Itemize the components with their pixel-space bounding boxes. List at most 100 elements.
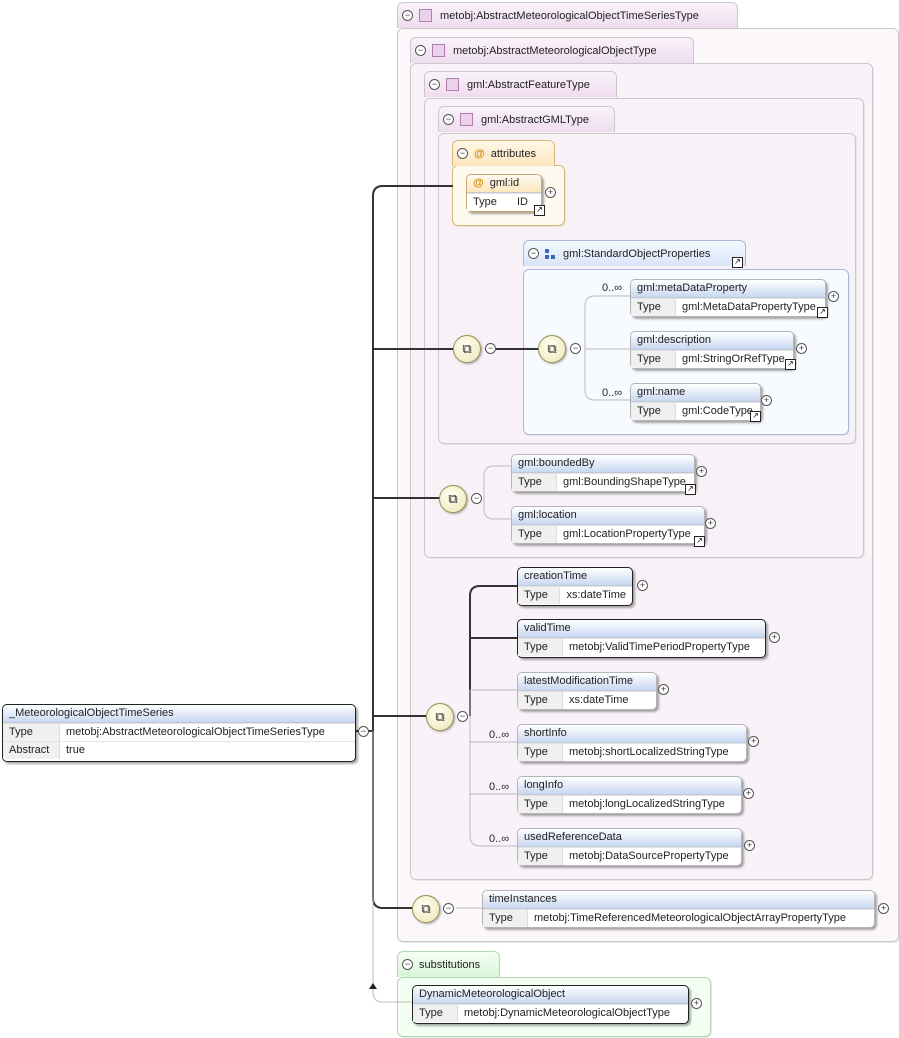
type-link-arrow-icon[interactable]: ↗ <box>534 205 545 216</box>
type-link-arrow-icon[interactable]: ↗ <box>685 484 696 495</box>
group-label: metobj:AbstractMeteorologicalObjectTimeS… <box>440 9 699 22</box>
expand-icon[interactable]: + <box>796 343 807 354</box>
element-gml-metadataproperty[interactable]: gml:metaDataProperty Type gml:MetaDataPro… <box>630 279 826 317</box>
collapse-icon[interactable]: − <box>485 343 496 354</box>
type-link-arrow-icon[interactable]: ↗ <box>732 257 743 268</box>
type-key: Type <box>518 587 561 604</box>
expand-icon[interactable]: + <box>748 736 759 747</box>
cardinality: 0..∞ <box>489 781 510 793</box>
type-link-arrow-icon[interactable]: ↗ <box>817 307 828 318</box>
expand-icon[interactable]: + <box>705 518 716 529</box>
element-name: validTime <box>524 622 571 634</box>
type-key: Type <box>518 639 563 656</box>
type-link-arrow-icon[interactable]: ↗ <box>694 536 705 547</box>
element-name: shortInfo <box>524 727 567 739</box>
collapse-icon[interactable]: − <box>443 903 454 914</box>
tab-g2[interactable]: − metobj:AbstractMeteorologicalObjectType <box>410 37 694 63</box>
element-name: gml:metaDataProperty <box>637 282 748 294</box>
expand-icon[interactable]: + <box>878 903 889 914</box>
element-name: gml:boundedBy <box>518 457 595 469</box>
cardinality: 0..∞ <box>602 282 623 294</box>
type-key: Type <box>512 474 557 491</box>
type-key: Type <box>413 1005 458 1022</box>
collapse-icon[interactable]: − <box>570 343 581 354</box>
type-value: gml:CodeType <box>682 405 753 417</box>
expand-icon[interactable]: + <box>744 840 755 851</box>
sequence-compositor-icon[interactable]: ⧉ <box>439 485 467 513</box>
sequence-compositor-icon[interactable]: ⧉ <box>412 895 440 923</box>
expand-icon[interactable]: + <box>828 291 839 302</box>
element-name: gml:name <box>637 386 686 398</box>
expand-icon[interactable]: + <box>769 632 780 643</box>
type-key: Type <box>467 194 511 211</box>
tab-attributes[interactable]: −@attributes <box>452 140 555 166</box>
tab-g3[interactable]: − gml:AbstractFeatureType <box>424 71 617 97</box>
complex-type-icon <box>419 9 432 22</box>
collapse-icon[interactable]: − <box>443 114 454 125</box>
group-label: metobj:AbstractMeteorologicalObjectType <box>453 44 657 57</box>
tab-g1[interactable]: − metobj:AbstractMeteorologicalObjectTime… <box>397 2 738 28</box>
expand-icon[interactable]: + <box>696 466 707 477</box>
collapse-icon[interactable]: − <box>457 711 468 722</box>
type-key: Type <box>518 848 563 865</box>
type-value: xs:dateTime <box>566 589 626 601</box>
group-label: gml:AbstractFeatureType <box>467 78 590 91</box>
type-key: Type <box>483 910 528 927</box>
type-value: metobj:DataSourcePropertyType <box>569 850 729 862</box>
tab-g4[interactable]: − gml:AbstractGMLType <box>438 106 615 132</box>
expand-icon[interactable]: + <box>743 788 754 799</box>
collapse-icon[interactable]: − <box>457 148 468 159</box>
expand-icon[interactable]: + <box>658 684 669 695</box>
group-label: gml:AbstractGMLType <box>481 113 589 126</box>
type-value: gml:MetaDataPropertyType <box>682 301 816 313</box>
type-value: gml:StringOrRefType <box>682 353 785 365</box>
type-key: Type <box>631 299 676 316</box>
collapse-icon[interactable]: − <box>471 493 482 504</box>
collapse-icon[interactable]: − <box>429 79 440 90</box>
complex-type-icon <box>460 113 473 126</box>
tab-standard-object-properties[interactable]: −gml:StandardObjectProperties <box>523 240 746 266</box>
expand-icon[interactable]: + <box>637 580 648 591</box>
type-value: metobj:AbstractMeteorologicalObjectTimeS… <box>66 726 325 738</box>
expand-icon[interactable]: + <box>545 187 556 198</box>
tab-substitutions[interactable]: −substitutions <box>397 951 500 977</box>
type-key: Type <box>512 526 557 543</box>
sequence-compositor-icon[interactable]: ⧉ <box>538 335 566 363</box>
complex-type-icon <box>432 44 445 57</box>
type-link-arrow-icon[interactable]: ↗ <box>750 411 761 422</box>
element-name: gml:description <box>637 334 711 346</box>
collapse-icon[interactable]: − <box>415 45 426 56</box>
group-label: attributes <box>490 147 536 160</box>
sequence-compositor-icon[interactable]: ⧉ <box>453 335 481 363</box>
sequence-compositor-icon[interactable]: ⧉ <box>426 703 454 731</box>
element-name: longInfo <box>524 779 564 791</box>
type-value: metobj:DynamicMeteorologicalObjectType <box>464 1007 671 1019</box>
type-key: Type <box>518 692 563 709</box>
type-key: Type <box>631 351 676 368</box>
type-value: metobj:shortLocalizedStringType <box>569 746 729 758</box>
element-name: gml:location <box>518 509 577 521</box>
expand-icon[interactable]: + <box>691 998 702 1009</box>
element-gml-description[interactable]: gml:description Type gml:StringOrRefType <box>630 331 794 369</box>
at-sign-icon: @ <box>473 177 484 189</box>
type-link-arrow-icon[interactable]: ↗ <box>785 359 796 370</box>
collapse-icon[interactable]: − <box>528 248 539 259</box>
collapse-icon[interactable]: − <box>402 10 413 21</box>
collapse-icon[interactable]: − <box>358 726 369 737</box>
collapse-icon[interactable]: − <box>402 959 413 970</box>
expand-icon[interactable]: + <box>761 395 772 406</box>
